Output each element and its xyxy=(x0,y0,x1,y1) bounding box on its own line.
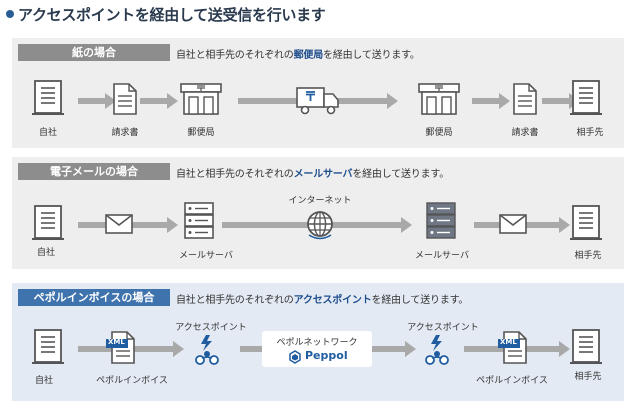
email-desc-highlight: メールサーバ xyxy=(293,169,353,180)
peppol-invoice-right-label: ペポルインボイス xyxy=(476,376,548,386)
xml-badge-text: XML xyxy=(500,338,517,346)
server-icon xyxy=(184,202,214,239)
email-partner-label: 相手先 xyxy=(574,251,602,261)
email-panel: 電子メールの場合 自社と相手先のそれぞれのメールサーバを経由して送ります。 自社… xyxy=(12,157,624,269)
title-bullet-icon xyxy=(6,10,14,18)
peppol-own-label: 自社 xyxy=(34,376,54,386)
paper-own-label: 自社 xyxy=(38,128,58,138)
paper-partner-label: 相手先 xyxy=(576,128,604,138)
server-icon xyxy=(426,202,456,239)
envelope-icon xyxy=(499,214,527,234)
peppol-panel: ペポルインボイスの場合 自社と相手先のそれぞれのアクセスポイントを経由して送りま… xyxy=(12,283,624,401)
post-office-icon xyxy=(418,83,460,115)
xml-document-icon: XML xyxy=(496,331,532,365)
email-tag: 電子メールの場合 xyxy=(18,163,170,180)
peppol-partner-label: 相手先 xyxy=(574,372,602,382)
peppol-desc-highlight: アクセスポイント xyxy=(293,295,372,306)
building-icon xyxy=(32,205,64,240)
email-desc-pre: 自社と相手先のそれぞれの xyxy=(176,169,294,180)
peppol-description: 自社と相手先のそれぞれのアクセスポイントを経由して送ります。 xyxy=(176,291,468,306)
globe-icon xyxy=(307,211,333,240)
post-office-icon xyxy=(180,83,222,115)
document-icon xyxy=(513,83,537,115)
building-icon xyxy=(32,80,64,115)
paper-description: 自社と相手先のそれぞれの郵便局を経由して送ります。 xyxy=(176,46,420,61)
xml-badge-text: XML xyxy=(108,338,125,346)
paper-desc-pre: 自社と相手先のそれぞれの xyxy=(176,50,294,61)
arrow-icon xyxy=(472,93,510,109)
email-desc-post: を経由して送ります。 xyxy=(352,169,450,180)
access-point-left-label: アクセスポイント xyxy=(175,323,247,333)
access-point-right-label: アクセスポイント xyxy=(407,323,479,333)
xml-document-icon: XML xyxy=(104,331,140,365)
peppol-logo-icon xyxy=(289,350,301,364)
email-own-label: 自社 xyxy=(36,248,56,258)
peppol-invoice-left-label: ペポルインボイス xyxy=(96,376,168,386)
peppol-network-box: ペポルネットワーク Peppol xyxy=(262,331,372,367)
peppol-desc-pre: 自社と相手先のそれぞれの xyxy=(176,295,294,306)
building-icon xyxy=(32,329,64,364)
paper-panel: 紙の場合 自社と相手先のそれぞれの郵便局を経由して送ります。 自社 請求書 郵便… xyxy=(12,38,624,148)
building-icon xyxy=(570,329,602,364)
internet-label: インターネット xyxy=(288,196,352,206)
peppol-desc-post: を経由して送ります。 xyxy=(371,295,469,306)
building-icon xyxy=(570,205,602,240)
email-server-right-label: メールサーバ xyxy=(415,251,469,261)
peppol-brand-text: Peppol xyxy=(305,349,348,362)
document-icon xyxy=(113,83,137,115)
page-title-text: アクセスポイントを経由して送受信を行います xyxy=(18,6,326,24)
email-server-left-label: メールサーバ xyxy=(179,251,233,261)
paper-invoice-left-label: 請求書 xyxy=(111,128,139,138)
access-point-icon xyxy=(425,335,449,365)
paper-desc-post: を経由して送ります。 xyxy=(323,50,420,61)
peppol-network-label: ペポルネットワーク xyxy=(276,338,358,348)
page-title: アクセスポイントを経由して送受信を行います xyxy=(6,4,326,25)
paper-desc-highlight: 郵便局 xyxy=(293,50,324,61)
paper-post-left-label: 郵便局 xyxy=(187,128,215,138)
arrow-icon xyxy=(78,93,116,109)
access-point-icon xyxy=(195,335,219,365)
email-description: 自社と相手先のそれぞれのメールサーバを経由して送ります。 xyxy=(176,165,449,180)
arrow-icon xyxy=(140,93,178,109)
mail-truck-icon xyxy=(296,87,339,115)
envelope-icon xyxy=(105,214,133,234)
paper-tag: 紙の場合 xyxy=(18,44,170,61)
peppol-tag: ペポルインボイスの場合 xyxy=(18,289,170,306)
building-icon xyxy=(570,80,602,115)
paper-post-right-label: 郵便局 xyxy=(425,128,453,138)
paper-invoice-right-label: 請求書 xyxy=(511,128,539,138)
